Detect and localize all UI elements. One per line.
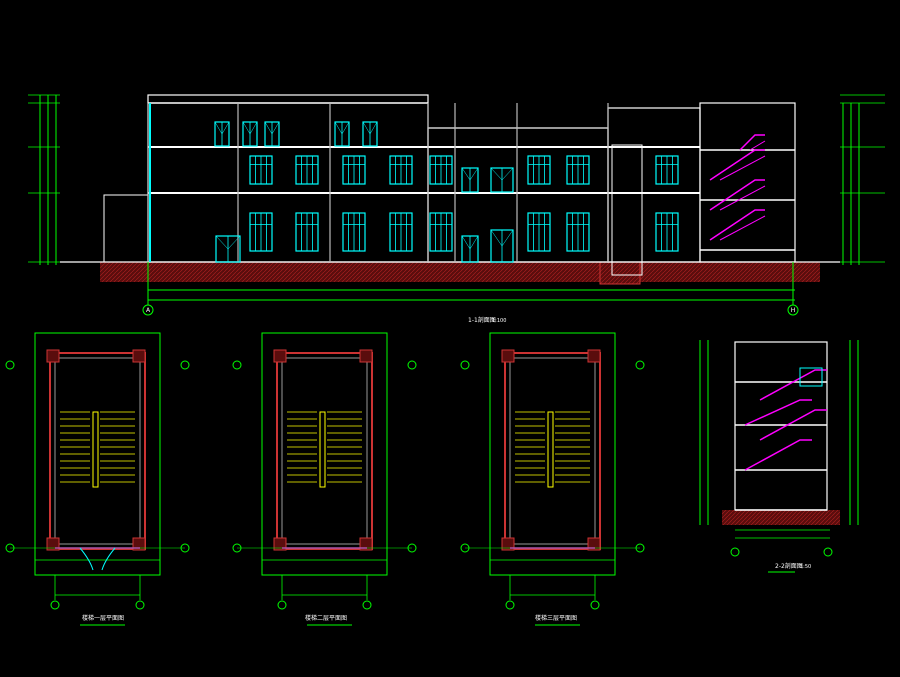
plan-wall-outer <box>276 352 373 550</box>
door-swing <box>369 121 378 135</box>
door-swing <box>227 235 241 250</box>
pit-hatch <box>599 261 641 285</box>
door-swing <box>242 121 251 135</box>
axis-circle <box>180 360 190 370</box>
axis-bubble-start: A <box>142 304 154 316</box>
block-east <box>607 107 701 263</box>
column <box>46 537 60 551</box>
plan-dim-frame <box>34 332 161 576</box>
column <box>273 537 287 551</box>
handrail <box>547 411 554 488</box>
door-swing <box>461 167 471 181</box>
door-swing <box>469 167 479 181</box>
plan-wall-inner <box>281 357 368 545</box>
door-swing <box>341 121 350 135</box>
axis-circle <box>277 600 287 610</box>
section-scale: 1:50 <box>800 564 811 570</box>
column <box>132 537 146 551</box>
section-stair-flight <box>759 409 827 441</box>
section-2-2 <box>699 340 859 573</box>
stair-tower <box>699 102 796 263</box>
entry-door <box>79 547 116 571</box>
stair-flight <box>709 209 765 241</box>
door-swing <box>490 167 503 181</box>
axis-circle <box>407 360 417 370</box>
section-ground-hatch <box>722 510 840 525</box>
stair-plan-1 <box>5 332 190 626</box>
handrail <box>92 411 99 488</box>
column <box>359 349 373 363</box>
section-window <box>799 367 823 387</box>
ground-hatch <box>100 262 820 282</box>
plan-dim-frame <box>489 332 616 576</box>
lift-shaft <box>611 144 643 276</box>
door-swing <box>461 235 471 250</box>
stair-flight <box>709 179 765 211</box>
plan-title-1: 楼梯一层平面图 <box>82 614 124 622</box>
stair-plans <box>5 332 645 626</box>
axis-circle <box>635 360 645 370</box>
door-swing <box>490 229 503 247</box>
column <box>587 349 601 363</box>
plan-title-3: 楼梯三层平面图 <box>535 614 577 622</box>
door-swing <box>334 121 343 135</box>
axis-circle <box>135 600 145 610</box>
elevation-scale: 1:100 <box>492 318 506 324</box>
plan-wall-outer <box>504 352 601 550</box>
door-swing <box>221 121 230 135</box>
stair-flight <box>709 149 765 181</box>
axis-circle <box>5 360 15 370</box>
column <box>501 537 515 551</box>
stair-rail <box>719 185 766 211</box>
door-swing <box>249 121 258 135</box>
plan-wall-outer <box>49 352 146 550</box>
handrail <box>319 411 326 488</box>
column <box>359 537 373 551</box>
column <box>501 349 515 363</box>
axis-circle <box>505 600 515 610</box>
column <box>132 349 146 363</box>
column <box>587 537 601 551</box>
plan-title-2: 楼梯二层平面图 <box>305 614 347 622</box>
axis-circle <box>50 600 60 610</box>
axis-circle <box>823 547 833 557</box>
column <box>273 349 287 363</box>
stair-rail <box>719 215 766 241</box>
axis-circle <box>730 547 740 557</box>
axis-circle <box>362 600 372 610</box>
section-title: 2-2剖面图 <box>775 562 803 570</box>
door-swing <box>501 167 514 181</box>
section-stair-flight <box>759 369 827 401</box>
door-swing <box>469 235 479 250</box>
section-outline <box>734 341 828 511</box>
door-swing <box>271 121 280 135</box>
elevation-section-1-1 <box>28 94 885 305</box>
stair-plan-2 <box>232 332 417 626</box>
door-swing <box>501 229 514 247</box>
section-stair-flight <box>744 439 812 471</box>
plan-wall-inner <box>509 357 596 545</box>
stair-rail <box>749 140 766 151</box>
axis-circle <box>232 360 242 370</box>
svg-text:A: A <box>146 307 151 314</box>
column <box>46 349 60 363</box>
stair-plan-3 <box>460 332 645 626</box>
section-stair-flight <box>744 399 812 426</box>
axis-circle <box>590 600 600 610</box>
plan-dim-frame <box>261 332 388 576</box>
door-swing <box>362 121 371 135</box>
door-swing <box>264 121 273 135</box>
svg-text:H: H <box>791 307 796 314</box>
axis-circle <box>460 360 470 370</box>
plan-wall-inner <box>54 357 141 545</box>
axis-bubble-end: H <box>787 304 799 316</box>
annex <box>103 194 149 263</box>
stair-rail <box>719 155 766 181</box>
elevation-title: 1-1剖面图 <box>468 316 496 324</box>
door-swing <box>215 235 229 250</box>
block-west <box>147 94 429 263</box>
stair-flight <box>739 134 765 151</box>
door-swing <box>214 121 223 135</box>
